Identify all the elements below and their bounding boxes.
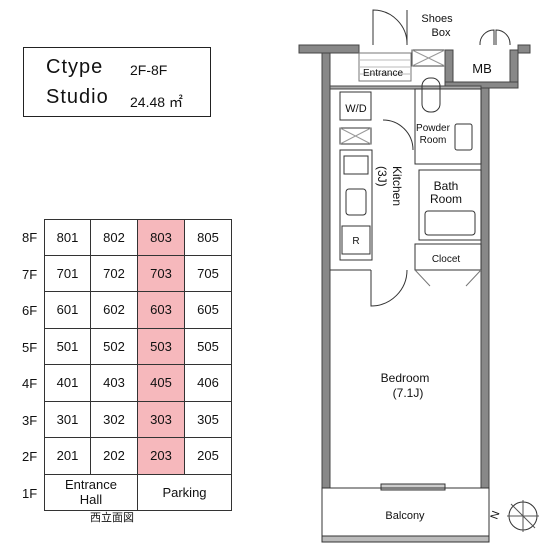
east-wall [480,85,490,489]
unit-info-box: Ctype 2F-8F Studio 24.48 ㎡ [23,47,211,117]
unit-type-row: Ctype 2F-8F [24,54,210,84]
unit-cell: 205 [185,438,232,475]
unit-cell: 505 [185,328,232,365]
kitchen-size-label: (3J) [375,166,389,187]
powder-room [414,88,482,165]
unit-cell: 605 [185,292,232,329]
unit-floors: 2F-8F [130,62,168,78]
unit-cell: 603 [138,292,185,329]
closet-box [414,243,482,271]
powder-label-2: Room [420,135,447,146]
unit-cell: 303 [138,401,185,438]
compass-lines [507,500,539,532]
bedroom-size-label: (7.1J) [393,386,424,400]
unit-cell: 601 [44,292,91,329]
west-wall [321,49,331,489]
floor-label: 4F [22,376,38,391]
shoes-box-cross [411,49,446,67]
unit-area: 24.48 ㎡ [130,94,183,110]
unit-cell: 403 [91,365,138,402]
bedroom-door-arc [370,269,408,307]
kitchen-label: Kitchen [390,166,404,206]
unit-cell: 802 [91,219,138,256]
unit-cell: 203 [138,438,185,475]
floor-label: 8F [22,230,38,245]
stove [343,155,369,175]
entrance-hatch [359,59,411,75]
unit-cell: 305 [185,401,232,438]
floor-label: 6F [22,303,38,318]
unit-cell: 501 [44,328,91,365]
unit-cell: 705 [185,255,232,292]
shoes-box-label-1: Shoes [421,13,453,25]
mb-door-arc-right [495,29,511,46]
washer-area [339,91,372,121]
unit-cell: 701 [44,255,91,292]
north-wall-right [517,44,531,54]
shoes-box-label-2: Box [432,27,451,39]
unit-cell: 202 [91,438,138,475]
storage-cross [339,127,372,145]
balcony-window [380,483,446,491]
north-label: N [489,509,503,521]
elevation-caption: 西立面図 [90,512,134,524]
unit-cell: 406 [185,365,232,402]
fridge-label: R [352,236,359,247]
floor-label: 3F [22,412,38,428]
toilet [421,77,441,113]
entrance-label: Entrance [363,68,403,79]
kitchen-counter [339,149,373,261]
kitchen-sink [345,188,367,216]
unit-layout: Studio [46,86,109,108]
mb-door-arc-left [479,29,495,46]
powder-label-1: Powder [416,123,451,134]
mb-wall-right [509,49,519,87]
unit-layout-row: Studio 24.48 ㎡ [24,84,210,114]
bath-room [418,169,482,241]
wd-label: W/D [345,103,366,115]
unit-cell: 301 [44,401,91,438]
unit-cell: 201 [44,438,91,475]
north-wall-left [298,44,360,54]
balcony-rail [321,535,490,543]
parking-cell: Parking [138,474,232,511]
fridge-box [341,225,371,255]
unit-cell: 702 [91,255,138,292]
balcony-label: Balcony [385,510,425,522]
unit-cell: 803 [138,219,185,256]
unit-cell: 401 [44,365,91,402]
unit-cell: 805 [185,219,232,256]
shoes-box-rect [411,49,446,67]
bath-label-1: Bath [434,179,459,193]
unit-cell: 801 [44,219,91,256]
mb-wall-left [444,49,454,87]
unit-cell: 405 [138,365,185,402]
floor-label: 2F [22,449,38,464]
bath-label-2: Room [430,192,462,206]
mb-label: MB [472,61,492,76]
entrance-hall-cell: Entrance Hall [44,474,138,511]
closet-doors [414,269,482,287]
storage-box [339,127,372,145]
unit-cell: 602 [91,292,138,329]
unit-cell: 302 [91,401,138,438]
floor-label: 5F [22,339,38,355]
entrance-door-arc [372,9,408,46]
unit-cell: 503 [138,328,185,365]
closet-label: Clocet [432,254,461,265]
unit-cell: 502 [91,328,138,365]
powder-sink [454,123,473,151]
bedroom-label: Bedroom [381,371,430,385]
unit-type: Ctype [46,56,104,78]
floor-label-ground: 1F [22,485,38,501]
bathtub [424,210,476,236]
entrance-step [329,85,482,90]
unit-cell: 703 [138,255,185,292]
powder-door-arc [382,119,414,151]
floor-label: 7F [22,266,38,282]
